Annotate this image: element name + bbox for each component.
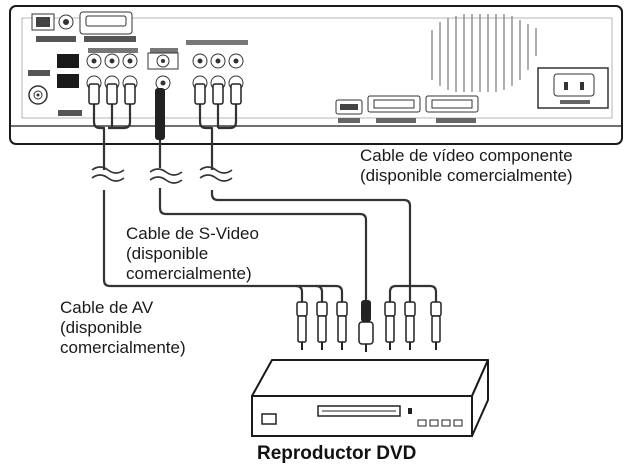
component-cable-label: Cable de vídeo componente (disponible co…: [360, 146, 573, 186]
rear-panel: [9, 5, 623, 145]
av-cable-label-line2: (disponible: [60, 318, 143, 337]
av-cable: [92, 104, 344, 302]
av-cable-label-line3: comercialmente): [60, 338, 186, 357]
av-cable-label: Cable de AV (disponible comercialmente): [60, 298, 186, 358]
component-cable: [198, 104, 438, 302]
av-cable-label-line1: Cable de AV: [60, 298, 154, 317]
svideo-cable: [158, 140, 368, 300]
svideo-cable-label: Cable de S-Video (disponible comercialme…: [126, 224, 259, 284]
panel-plugs: [88, 83, 242, 140]
dvd-player: [251, 359, 489, 437]
svideo-cable-label-line1: Cable de S-Video: [126, 224, 259, 243]
svideo-cable-label-line3: comercialmente): [126, 264, 252, 283]
dvd-plugs: [296, 300, 442, 352]
component-cable-label-line1: Cable de vídeo componente: [360, 146, 573, 165]
svideo-cable-label-line2: (disponible: [126, 244, 209, 263]
dvd-player-label: Reproductor DVD: [257, 443, 417, 464]
cable-break-marks: [91, 166, 233, 184]
cables: [91, 104, 438, 302]
component-cable-label-line2: (disponible comercialmente): [360, 166, 573, 185]
